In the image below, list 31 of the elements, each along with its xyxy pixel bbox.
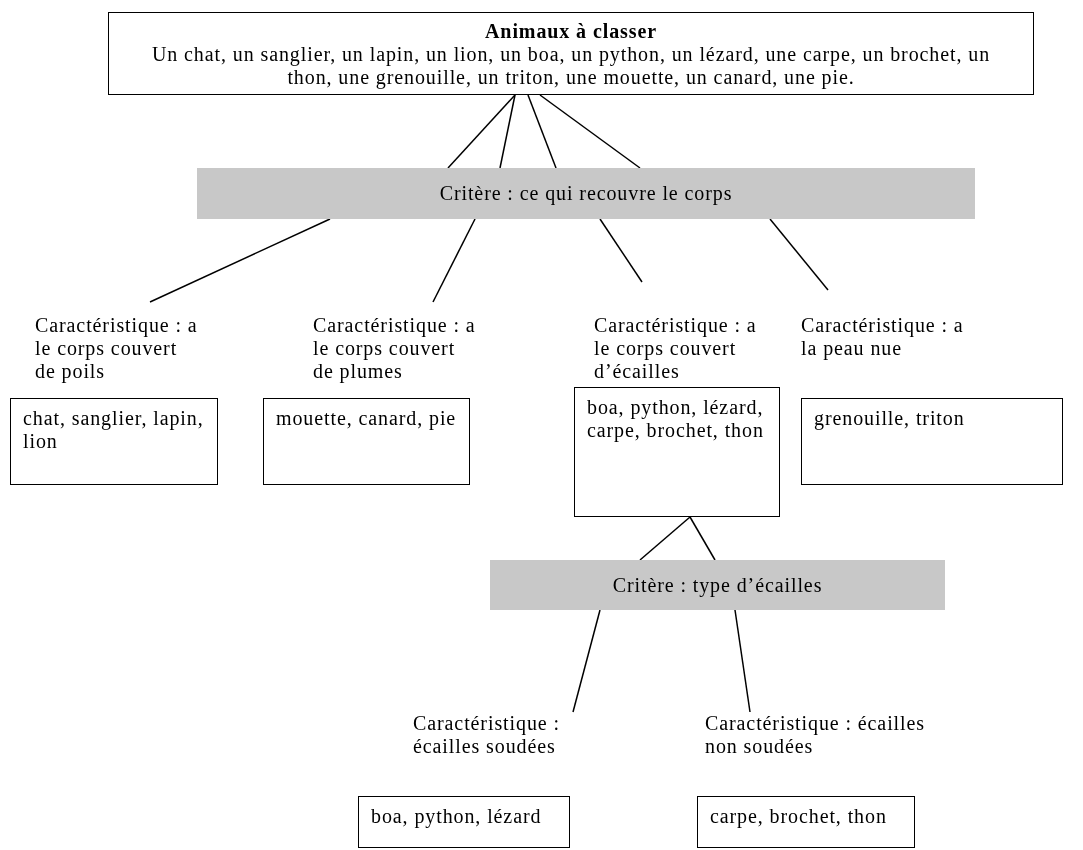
connector-line [499, 94, 516, 169]
animal-list: grenouille, triton [814, 407, 965, 429]
animal-list: boa, python, lézard, carpe, brochet, thon [587, 396, 764, 441]
criterion-text: Critère : ce qui recouvre le corps [439, 182, 733, 205]
connector-line [734, 609, 751, 713]
animal-list: carpe, brochet, thon [710, 805, 887, 827]
connector-line [689, 516, 716, 561]
characteristic-text: Caractéristique : a le corps couvert d’écailles [594, 314, 758, 383]
characteristic-text: Caractéristique : écailles soudées [413, 712, 561, 758]
connector-line [447, 94, 516, 169]
connector-line [432, 218, 476, 303]
animal-list: chat, sanglier, lapin, lion [23, 407, 204, 452]
characteristic-text: Caractéristique : écailles non soudées [705, 712, 925, 758]
connector-line [599, 218, 643, 283]
connector-line [527, 94, 557, 169]
criterion-band [197, 168, 975, 219]
connector-line [769, 218, 829, 291]
characteristic-text: Caractéristique : a la peau nue [801, 314, 965, 360]
title-box [108, 12, 1034, 95]
connector-line [572, 609, 601, 713]
animal-list: boa, python, lézard [371, 805, 542, 827]
connector-line [149, 218, 331, 303]
box-text: Un chat, un sanglier, un lapin, un lion, un boa, un python, un lézard, une carpe, un brochet, un thon, une grenouille, un triton, une mouette, un canard, une pie. [150, 43, 992, 89]
criterion-text: Critère : type d’écailles [612, 573, 823, 597]
characteristic-text: Caractéristique : a le corps couvert de poils [35, 314, 199, 383]
characteristic-text: Caractéristique : a le corps couvert de plumes [313, 314, 477, 383]
connector-line [639, 516, 691, 561]
connector-line [539, 94, 641, 169]
criterion-band [490, 560, 945, 610]
box-heading: Animaux à classer [484, 19, 658, 43]
animal-list: mouette, canard, pie [276, 407, 457, 429]
